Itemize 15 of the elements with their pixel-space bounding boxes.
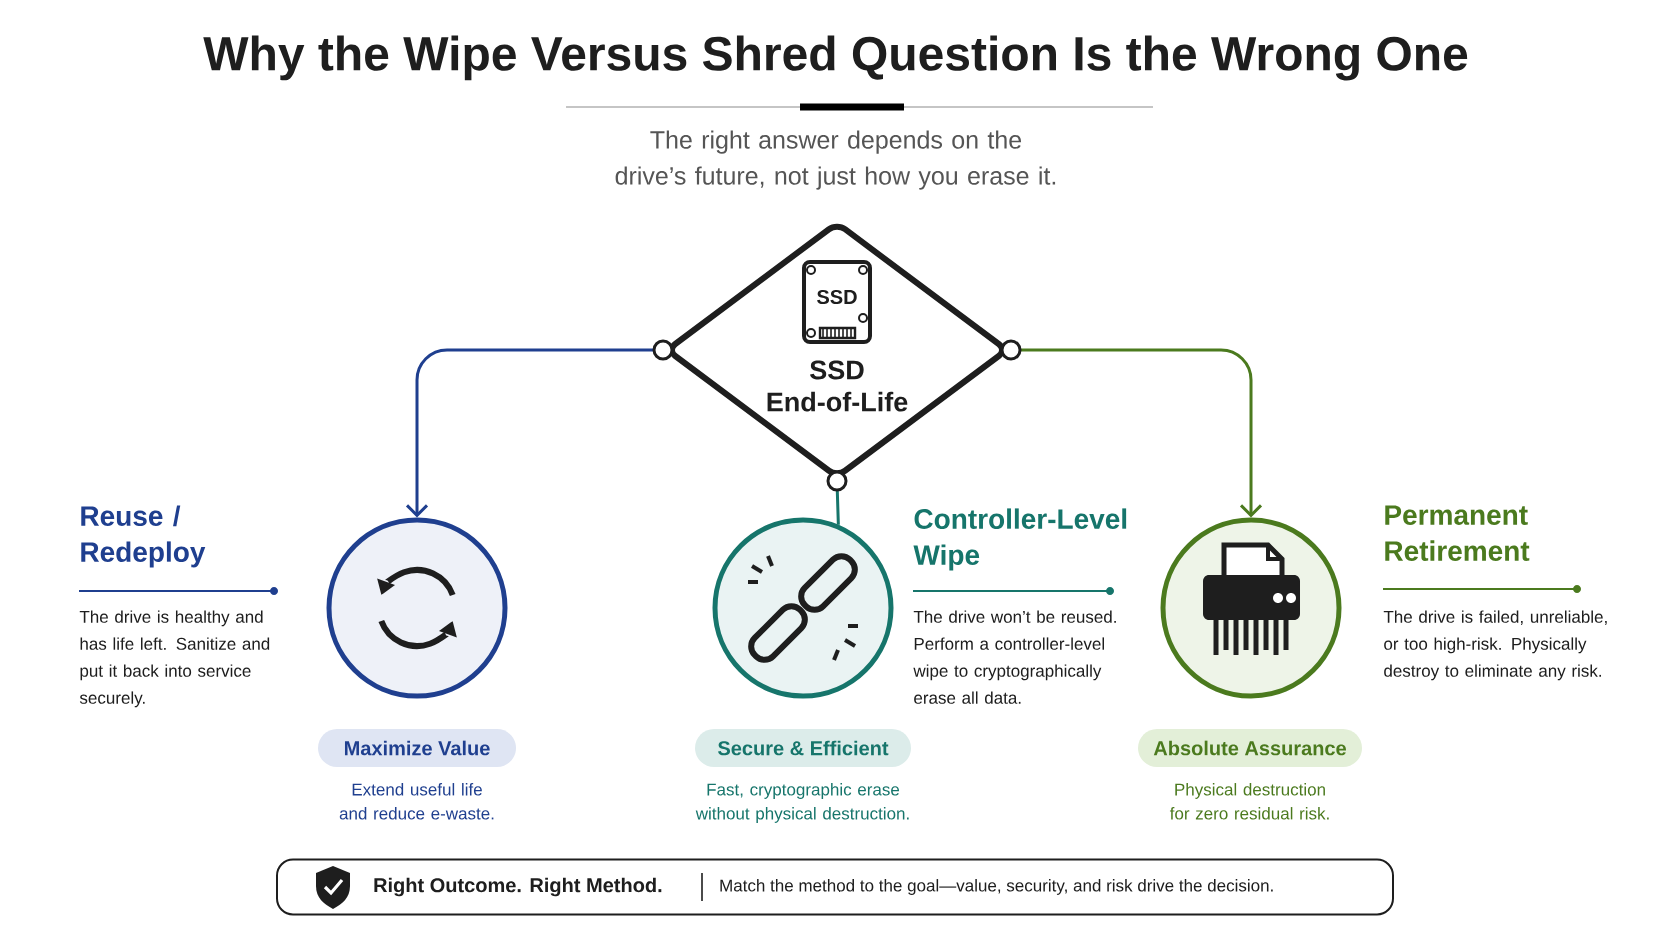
title: Why the Wipe Versus Shred Question Is the Wrong One bbox=[203, 35, 1468, 81]
summary-bar: Right Outcome. Right Method. Match the method to the goal—value, security, and risk drive the decision. bbox=[276, 858, 1394, 916]
badge: Secure & Efficient bbox=[695, 729, 911, 767]
heading: Reuse / Redeploy bbox=[81, 505, 206, 568]
badge-caption: Extend useful life and reduce e-waste. bbox=[339, 783, 494, 820]
badge-caption: Fast, cryptographic erase without physical destruction. bbox=[695, 783, 909, 823]
badge-caption: Physical destruction for zero residual risk. bbox=[1169, 783, 1329, 820]
heading: Permanent Retirement bbox=[1385, 505, 1530, 561]
badge: Absolute Assurance bbox=[1138, 729, 1362, 767]
description: The drive won’t be reused. Perform a controller-level wipe to cryptographically erase all data. bbox=[913, 610, 1116, 704]
description: The drive is healthy and has life left. Sanitize and put it back into service securely. bbox=[79, 610, 270, 708]
badge: Maximize Value bbox=[318, 729, 516, 767]
subtitle: The right answer depends on the drive’s future, not just how you erase it. bbox=[615, 130, 1056, 190]
heading: Controller-Level Wipe bbox=[913, 508, 1127, 571]
description: The drive is failed, unreliable, or too high-risk. Physically destroy to eliminate any risk. bbox=[1383, 610, 1607, 681]
